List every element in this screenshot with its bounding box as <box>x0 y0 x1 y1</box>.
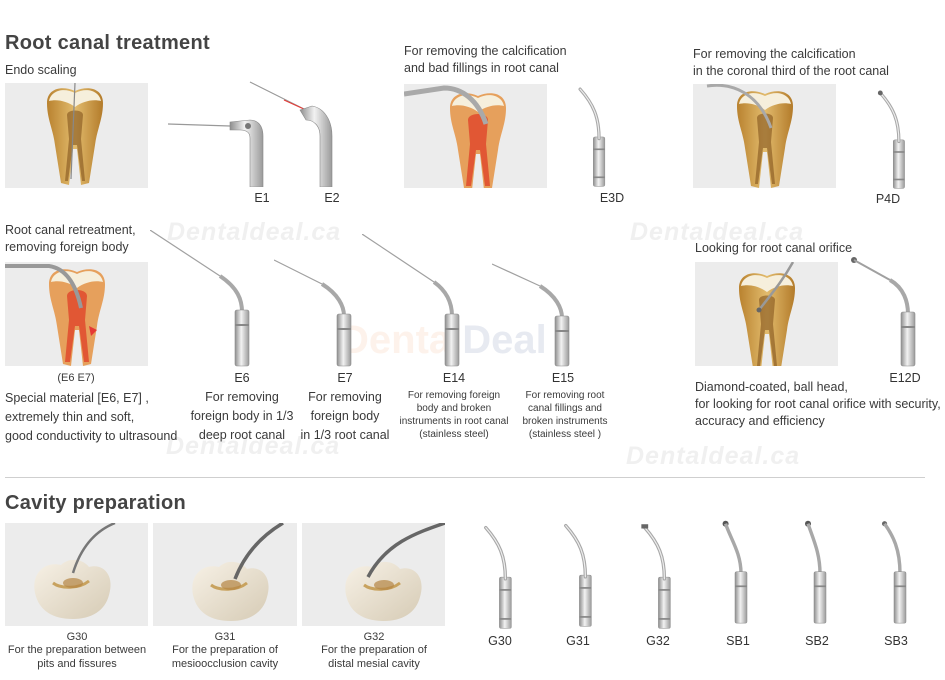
g31-photo <box>153 523 297 626</box>
diamond-line2: for looking for root canal orifice with … <box>695 397 941 411</box>
tip-label-g32: G32 <box>646 634 670 648</box>
g31-desc-line1: For the preparation of <box>172 644 278 656</box>
e15-desc-line3: broken instruments <box>522 416 608 427</box>
tip-label-e7: E7 <box>337 371 353 385</box>
tip-label-sb3: SB3 <box>884 634 908 648</box>
e12d-tip-image <box>850 256 940 368</box>
retreatment-text-line1: Root canal retreatment, <box>5 223 136 237</box>
e7-tip-image <box>274 258 364 368</box>
e6-e7-caption: (E6 E7) <box>57 372 95 384</box>
e14-desc-line4: (stainless steel) <box>419 429 489 440</box>
g32-desc-line2: distal mesial cavity <box>328 658 420 670</box>
watermark-logo-part1: Dental <box>340 318 463 362</box>
coronal-photo <box>693 84 836 188</box>
orifice-title: Looking for root canal orifice <box>695 241 853 255</box>
e7-desc-line3: in 1/3 root canal <box>300 428 390 442</box>
tip-label-e1: E1 <box>254 191 270 205</box>
tip-label-e12d: E12D <box>889 371 921 385</box>
calcification-photo <box>404 84 547 188</box>
special-material-line2: extremely thin and soft, <box>5 410 135 424</box>
calcification-text-line2: and bad fillings in root canal <box>404 61 559 75</box>
e6-tip-image <box>150 230 260 368</box>
diamond-line1: Diamond-coated, ball head, <box>695 380 848 394</box>
tip-label-p4d: P4D <box>875 192 901 206</box>
tip-label-e15: E15 <box>551 371 575 385</box>
tip-label-g31: G31 <box>566 634 590 648</box>
g31-desc-line2: mesioocclusion cavity <box>171 658 279 670</box>
e15-tip-image <box>492 262 582 368</box>
e1-handpiece-image <box>168 92 278 187</box>
e15-desc-line2: canal fillings and <box>528 403 602 414</box>
orifice-photo <box>695 262 838 366</box>
e14-tip-image <box>362 234 472 368</box>
tip-label-sb2: SB2 <box>805 634 829 648</box>
e3d-tip-image <box>560 76 620 188</box>
special-material-line3: good conductivity to ultrasound <box>5 429 178 443</box>
calcification-text-line1: For removing the calcification <box>404 44 567 58</box>
e7-desc-line1: For removing <box>308 390 382 404</box>
root-canal-title: Root canal treatment <box>5 32 210 54</box>
e14-desc-line2: body and broken <box>416 403 492 414</box>
g30-desc-line2: pits and fissures <box>37 658 117 670</box>
g32-tip-image <box>625 514 685 630</box>
sb3-tip-image <box>864 510 924 630</box>
watermark-text: Dentaldeal.ca <box>626 442 801 470</box>
tip-label-g30: G30 <box>488 634 512 648</box>
p4d-tip-image <box>860 80 920 190</box>
watermark-text: Dentaldeal.ca <box>167 218 342 246</box>
special-material-line1: Special material [E6, E7] , <box>5 391 149 405</box>
section-divider <box>5 477 925 478</box>
watermark-text: Dentaldeal.ca <box>166 432 341 460</box>
watermark-text: Dentaldeal.ca <box>630 218 805 246</box>
e7-desc-line2: foreign body <box>310 409 380 423</box>
g30-desc-line1: For the preparation between <box>7 644 147 656</box>
e2-handpiece-image <box>248 80 358 187</box>
e6-desc-line2: foreign body in 1/3 <box>190 409 294 423</box>
tip-label-e3d: E3D <box>599 191 625 205</box>
sb2-tip-image <box>784 510 844 630</box>
g32-photo-label: G32 <box>363 631 385 643</box>
g31-tip-image <box>546 512 606 628</box>
g31-photo-label: G31 <box>214 631 236 643</box>
retreatment-text-line2: removing foreign body <box>5 240 129 254</box>
diamond-line3: accuracy and efficiency <box>695 414 825 428</box>
watermark-logo: DentalDeal <box>340 318 547 363</box>
e6-desc-line3: deep root canal <box>198 428 286 442</box>
tip-label-sb1: SB1 <box>726 634 750 648</box>
e14-desc-line1: For removing foreign <box>407 390 501 401</box>
e6-desc-line1: For removing <box>205 390 279 404</box>
g30-photo <box>5 523 148 626</box>
coronal-text-line1: For removing the calcification <box>693 47 856 61</box>
endo-scaling-label: Endo scaling <box>5 63 77 77</box>
tip-label-e14: E14 <box>442 371 466 385</box>
g30-photo-label: G30 <box>66 631 88 643</box>
coronal-text-line2: in the coronal third of the root canal <box>693 64 889 78</box>
watermark-logo-part2: Deal <box>462 318 547 362</box>
tip-label-e6: E6 <box>234 371 250 385</box>
g30-tip-image <box>466 514 526 630</box>
endo-scaling-photo <box>5 83 148 188</box>
e14-desc-line3: instruments in root canal <box>399 416 509 427</box>
g32-desc-line1: For the preparation of <box>321 644 427 656</box>
g32-photo <box>302 523 445 626</box>
cavity-title: Cavity preparation <box>5 492 187 514</box>
e15-desc-line4: (stainless steel ) <box>528 429 602 440</box>
retreatment-photo <box>5 262 148 366</box>
sb1-tip-image <box>705 510 765 630</box>
tip-label-e2: E2 <box>324 191 340 205</box>
e15-desc-line1: For removing root <box>525 390 605 401</box>
